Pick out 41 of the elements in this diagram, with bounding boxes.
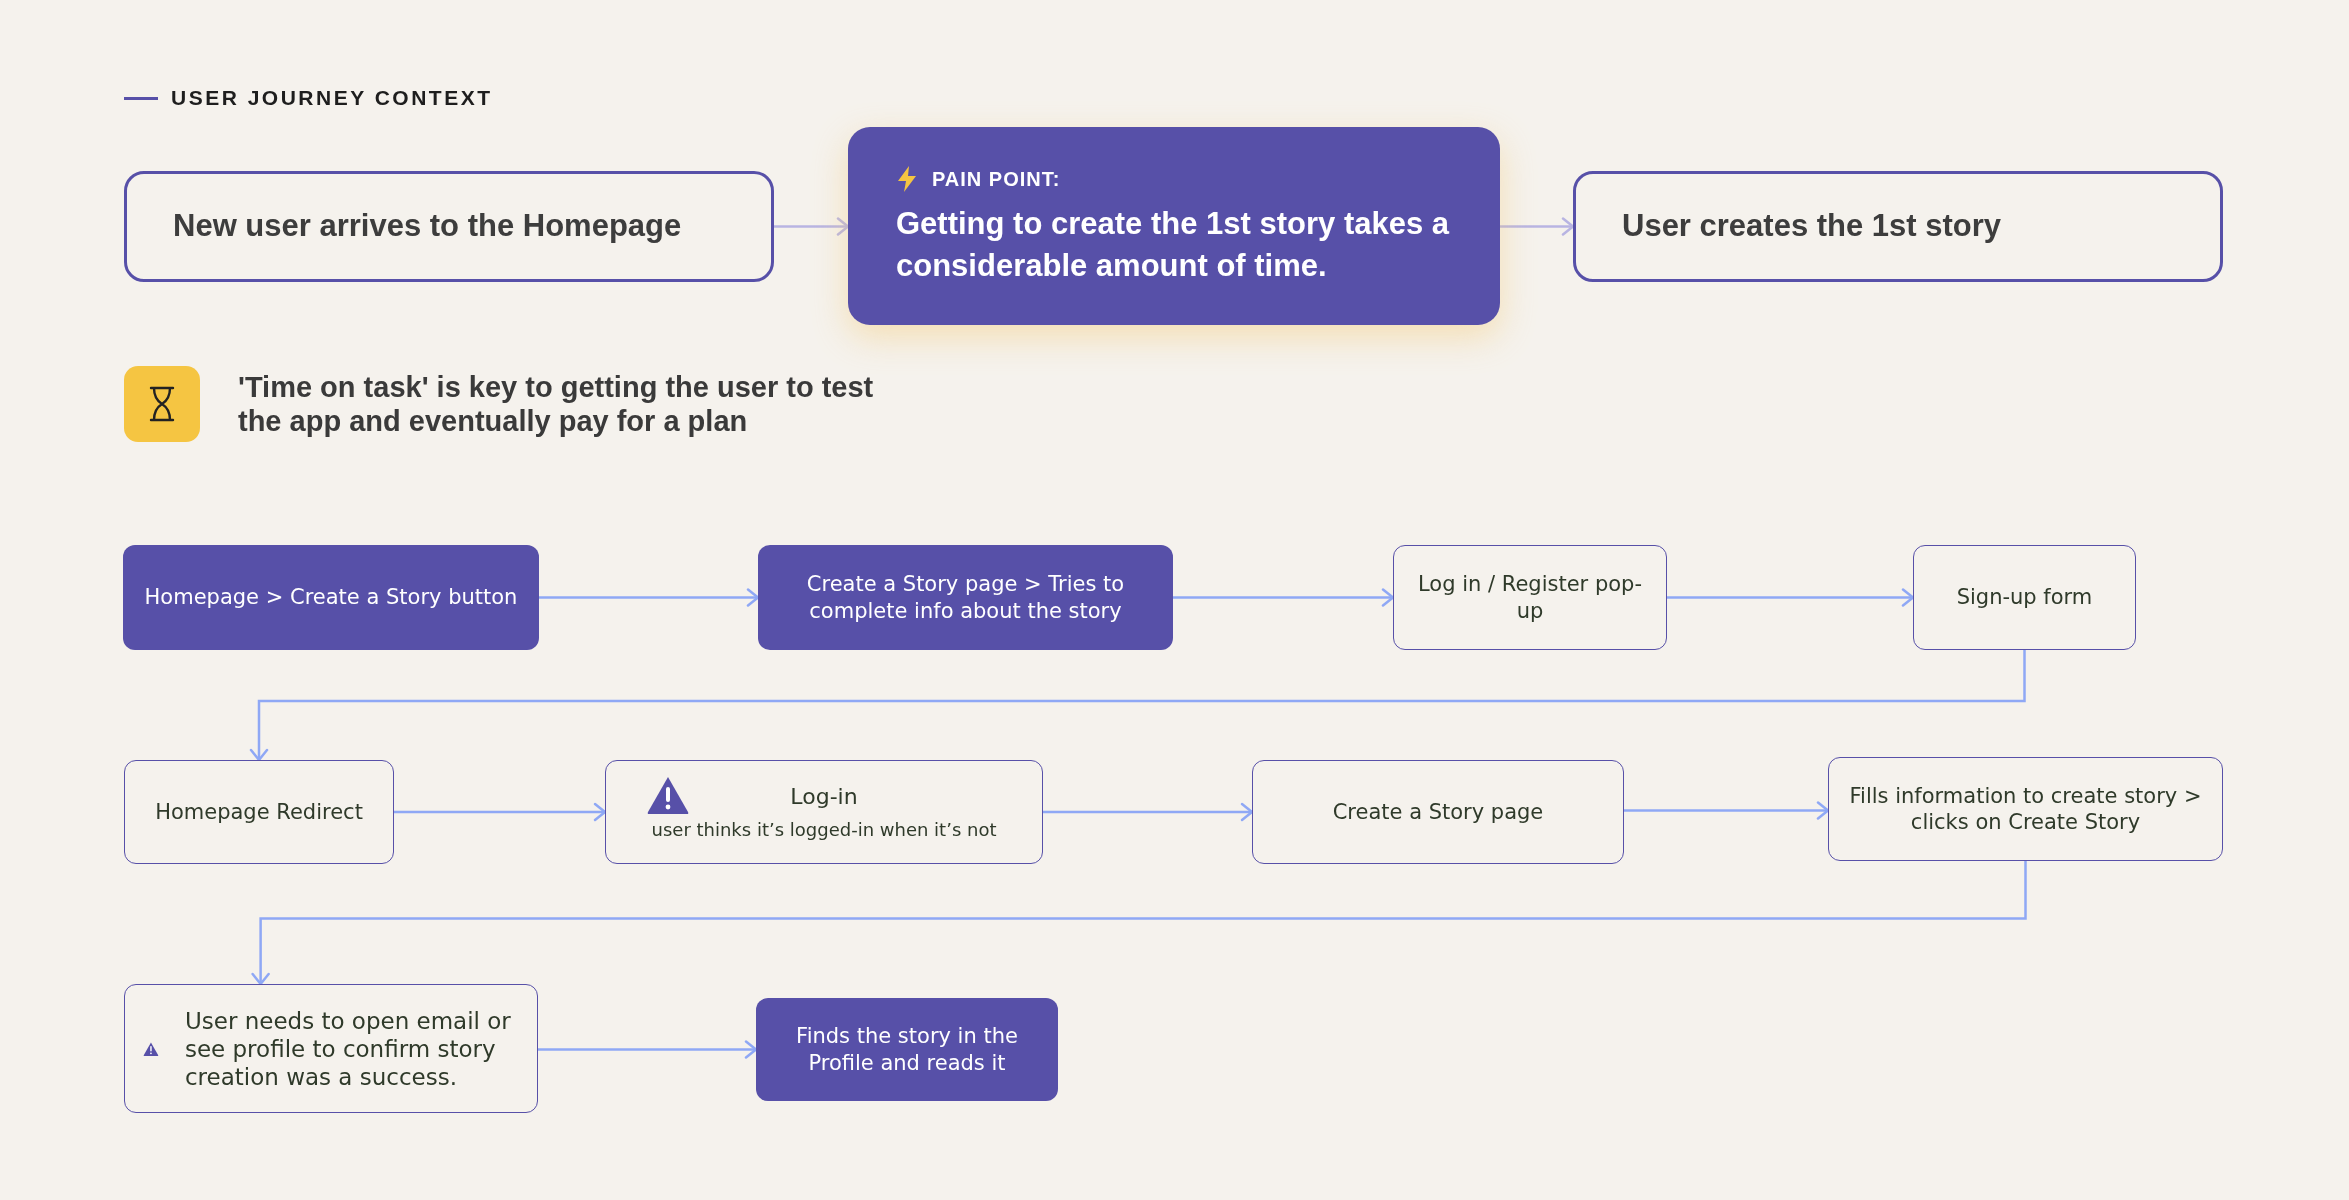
node-text: User needs to open email or see profile to confirm story creation was a success. bbox=[184, 1006, 512, 1091]
process-box bbox=[756, 998, 1058, 1101]
arrow bbox=[394, 802, 607, 822]
process-box bbox=[123, 545, 539, 650]
node-text: Create a Story page > Tries to complete info about the story bbox=[805, 571, 1126, 624]
node-note: user thinks it’s logged-in when it’s not bbox=[651, 818, 997, 841]
node-text: Finds the story in the Profile and reads it bbox=[795, 1023, 1019, 1076]
process-box bbox=[1252, 760, 1624, 864]
node-text: User creates the 1st story bbox=[1622, 207, 2002, 246]
process-box bbox=[124, 760, 394, 864]
arrow bbox=[538, 1040, 758, 1059]
arrow bbox=[1043, 802, 1254, 822]
arrow bbox=[1624, 801, 1830, 820]
node-text: Create a Story page bbox=[1332, 798, 1544, 826]
node-text: New user arrives to the Homepage bbox=[173, 207, 682, 246]
process-box bbox=[1393, 545, 1667, 650]
process-box bbox=[124, 171, 774, 282]
pain-point-box bbox=[848, 127, 1500, 325]
process-box bbox=[1913, 545, 2136, 650]
arrow bbox=[249, 650, 2026, 762]
arrow bbox=[1667, 588, 1915, 607]
note-text: 'Time on task' is key to getting the user to test the app and eventually pay for a plan bbox=[238, 370, 875, 438]
node-text: Homepage > Create a Story button bbox=[144, 584, 518, 611]
node-text: Homepage Redirect bbox=[155, 798, 363, 826]
node-text: Log in / Register pop-up bbox=[1417, 571, 1643, 624]
arrow bbox=[1500, 217, 1575, 236]
node-title: Log-in bbox=[790, 783, 858, 811]
arrow bbox=[539, 588, 760, 607]
process-box bbox=[1573, 171, 2223, 282]
process-box bbox=[124, 984, 538, 1113]
node-text: Sign-up form bbox=[1956, 584, 2093, 611]
pain-point-heading: PAIN POINT: bbox=[896, 165, 1061, 193]
node-text: Fills information to create story > clicks on Create Story bbox=[1848, 782, 2203, 836]
process-box bbox=[1828, 757, 2223, 861]
process-box bbox=[758, 545, 1173, 650]
arrow bbox=[251, 861, 2027, 986]
arrow bbox=[774, 217, 850, 236]
arrow bbox=[1173, 588, 1395, 607]
process-box bbox=[605, 760, 1043, 864]
node-text: Getting to create the 1st story takes a considerable amount of time. bbox=[896, 205, 1451, 285]
section-heading: USER JOURNEY CONTEXT bbox=[171, 86, 493, 110]
